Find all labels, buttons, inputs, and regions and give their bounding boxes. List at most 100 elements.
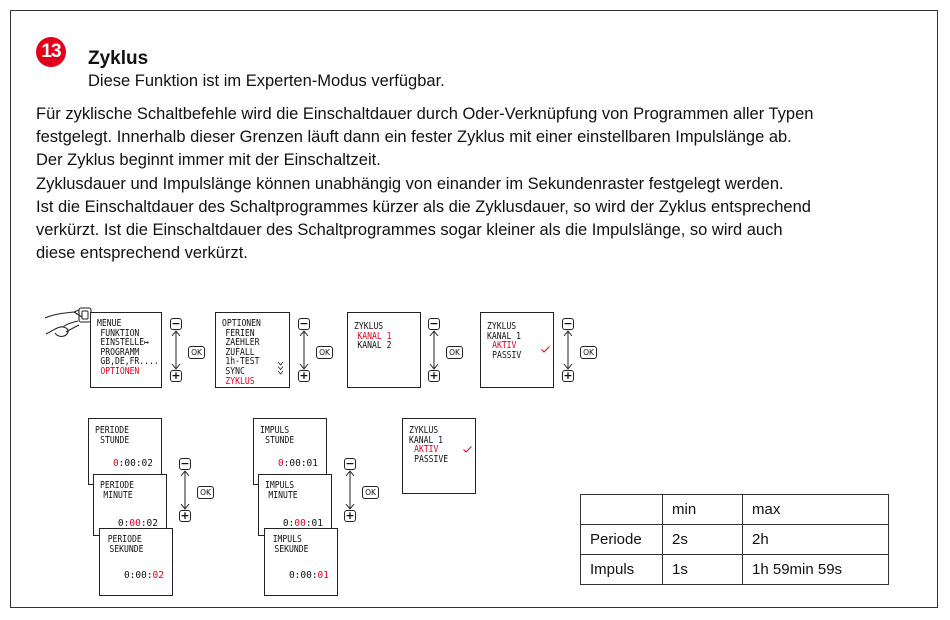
time-value-post: :02 [140,518,158,530]
screen-line: IMPULS [272,534,302,545]
table-cell: 2s [662,524,743,555]
zyklus-mode-screen: ZYKLUS KANAL 1 AKTIV PASSIV [480,312,554,388]
screen-line: PERIODE [100,480,135,491]
minus-button[interactable]: − [562,317,574,330]
hand-pressing-icon [44,307,92,338]
screen-line: ZAEHLER [225,337,260,349]
ok-button[interactable]: OK [188,346,205,359]
nav-buttons: − + OK [170,317,205,390]
menu-screen: MENUE FUNKTION EINSTELLE↦ PROGRAMM GB,DE… [90,312,162,388]
screen-line: PERIODE [95,425,130,436]
description-line: verkürzt. Ist die Einschaltdauer des Sch… [36,221,783,240]
screen-line-selected: OPTIONEN [100,365,140,377]
checkmark-icon [541,346,550,353]
minus-button[interactable]: − [170,317,182,330]
screen-line: FERIEN [225,327,255,339]
screen-line: ZYKLUS [409,425,439,436]
screen-line: PASSIVE [414,453,449,465]
nav-buttons: − + OK [428,317,463,390]
time-value-pre: 0:00: [288,570,318,582]
plus-button[interactable]: + [562,369,574,382]
limits-table: min max Periode 2s 2h Impuls 1s 1h 59min… [580,494,889,585]
plus-button[interactable]: + [170,369,182,382]
content-frame [10,10,938,608]
options-screen: OPTIONEN FERIEN ZAEHLER ZUFALL 1h-TEST S… [215,312,290,388]
screen-line: SEKUNDE [109,543,144,555]
screen-line: MENUE [97,318,122,329]
ok-button[interactable]: OK [197,486,214,499]
screen-line: SYNC [225,365,245,377]
plus-button[interactable]: + [179,509,191,522]
screen-line: EINSTELLE↦ [100,337,150,349]
screen-line: PROGRAMM [100,346,140,358]
nav-buttons: − + OK [179,457,214,530]
table-cell: 2h [742,524,889,555]
ok-button[interactable]: OK [580,346,597,359]
table-cell: Impuls [580,554,663,585]
time-value-active: 0 [112,458,119,470]
time-value-active: 01 [317,570,329,582]
screen-line: ZUFALL [225,346,255,358]
screen-line-selected: AKTIV [492,340,517,352]
screen-line-selected: ZYKLUS [225,375,255,387]
ok-button[interactable]: OK [446,346,463,359]
minus-button[interactable]: − [298,317,310,330]
up-down-arrow-icon [299,330,309,370]
up-down-arrow-icon [429,330,439,370]
zyklus-channel-screen: ZYKLUS KANAL 1 KANAL 2 [347,312,421,388]
periode-minute-screen: PERIODE MINUTE 0:00:02 [93,474,167,536]
table-row: Periode 2s 2h [580,524,889,555]
up-down-arrow-icon [180,470,190,510]
zyklus-mode-confirm-screen: ZYKLUS KANAL 1 AKTIV PASSIVE [402,418,476,494]
screen-line: STUNDE [265,434,295,446]
screen-line: PERIODE [107,534,142,545]
screen-line: IMPULS [260,425,290,436]
time-value-pre: 0: [117,518,130,530]
checkmark-icon [463,446,472,453]
time-value-active: 02 [152,570,164,582]
screen-line: IMPULS [265,480,295,491]
screen-line-selected: KANAL 1 [357,330,392,342]
table-cell: 1s [662,554,743,585]
table-header-row: min max [580,494,889,525]
section-subtitle: Diese Funktion ist im Experten-Modus ver… [88,72,445,90]
minus-button[interactable]: − [179,457,191,470]
table-header-cell: min [662,494,743,525]
time-value-pre: 0: [282,518,295,530]
table-cell: 1h 59min 59s [742,554,889,585]
impuls-minute-screen: IMPULS MINUTE 0:00:01 [258,474,332,536]
periode-hour-screen: PERIODE STUNDE 0:00:02 [88,418,162,485]
ok-button[interactable]: OK [316,346,333,359]
time-value-active: 00 [294,518,306,530]
up-down-arrow-icon [345,470,355,510]
screen-line: ZYKLUS [354,321,384,332]
time-value-active: 0 [277,458,284,470]
time-value: 0:00:01 [289,571,329,581]
description-line: Zyklusdauer und Impulslänge können unabh… [36,174,784,193]
time-value: 0:00:01 [283,519,323,529]
description-text: Für zyklische Schaltbefehle wird die Ein… [36,103,936,265]
up-down-arrow-icon [563,330,573,370]
minus-button[interactable]: − [344,457,356,470]
table-header-cell [580,494,663,525]
plus-button[interactable]: + [344,509,356,522]
nav-buttons: − + OK [298,317,333,390]
plus-button[interactable]: + [428,369,440,382]
description-line: Für zyklische Schaltbefehle wird die Ein… [36,105,814,123]
screen-line: KANAL 1 [487,330,522,342]
screen-line: PASSIV [492,349,522,361]
description-line: festgelegt. Innerhalb dieser Grenzen läu… [36,128,792,147]
section-title: Zyklus [88,48,149,69]
screen-line: SEKUNDE [274,543,309,555]
description-line: diese entsprechend verkürzt. [36,244,248,263]
time-value: 0:00:02 [118,519,158,529]
screen-line: MINUTE [103,489,133,501]
table-cell: Periode [580,524,663,555]
nav-buttons: − + OK [562,317,597,390]
screen-line: MINUTE [268,489,298,501]
minus-button[interactable]: − [428,317,440,330]
ok-button[interactable]: OK [362,486,379,499]
plus-button[interactable]: + [298,369,310,382]
scroll-indicator-icon [278,361,283,375]
description-line: Ist die Einschaltdauer des Schaltprogram… [36,197,811,216]
